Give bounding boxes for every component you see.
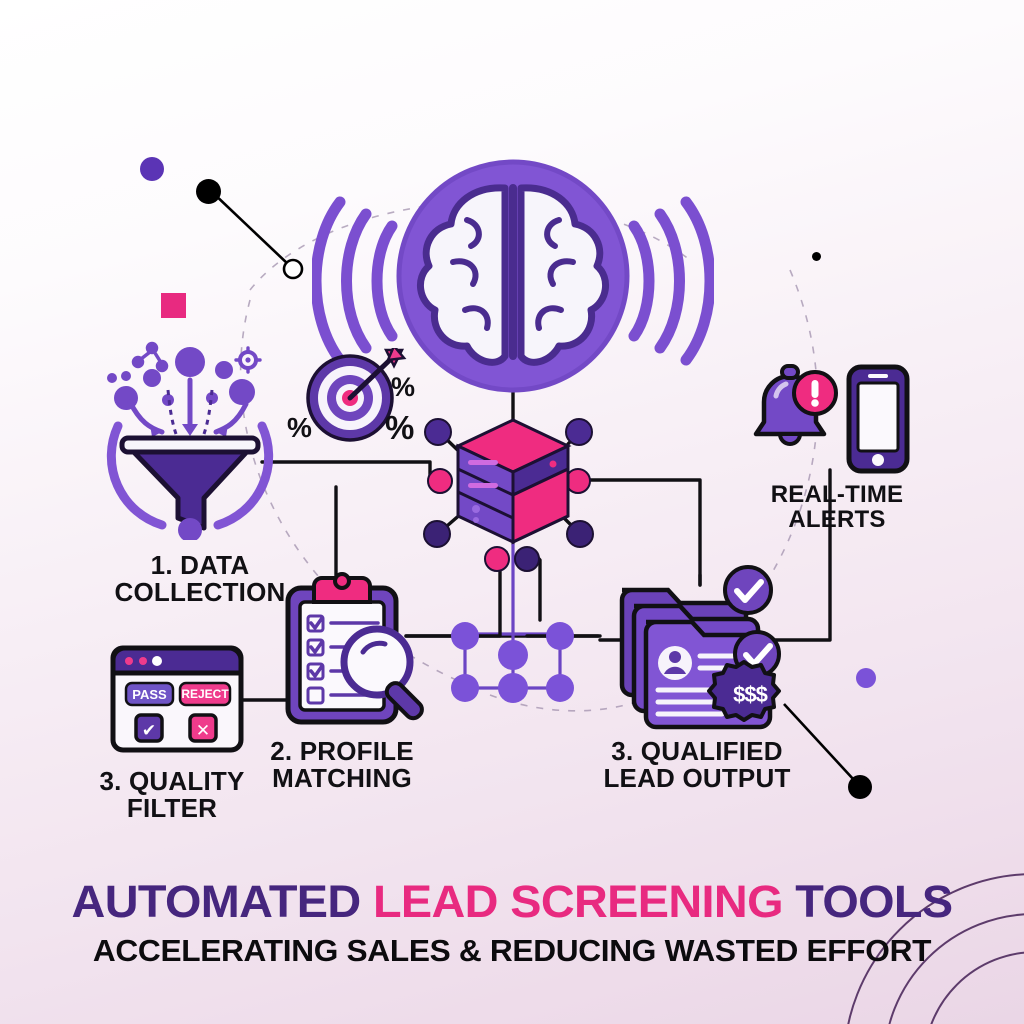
pass-reject-window-icon[interactable] — [110, 645, 244, 753]
decor-dot-purple-topleft — [140, 157, 164, 181]
smartphone-icon — [846, 364, 910, 474]
server-node-icon — [454, 418, 572, 545]
subtitle: ACCELERATING SALES & REDUCING WASTED EFF… — [92, 933, 932, 968]
title-block: AUTOMATED LEAD SCREENING TOOLS ACCELERAT… — [0, 879, 1024, 966]
pass-button-label[interactable]: PASS — [132, 687, 167, 702]
step-label-profile-matching: 2. PROFILE MATCHING — [270, 736, 414, 794]
clipboard-search-icon — [285, 572, 424, 725]
percent-symbol-left: % — [287, 412, 312, 443]
money-badge-label: $$$ — [733, 682, 768, 707]
signal-waves-left-icon — [312, 196, 398, 366]
step-label-data-collection: 1. DATA COLLECTION — [114, 550, 286, 608]
reject-cross-glyph: ✕ — [195, 721, 211, 740]
title-part-automated: AUTOMATED — [71, 876, 373, 927]
decor-dot-black-topright — [812, 252, 821, 261]
step-label-real-time-alerts: REAL-TIME ALERTS — [770, 481, 904, 533]
decor-connector-line-topleft — [210, 190, 304, 280]
pass-check-glyph: ✔ — [141, 721, 157, 740]
step-label-qualified-lead-output: 3. QUALIFIED LEAD OUTPUT — [603, 736, 791, 794]
decor-dot-purple-right — [856, 668, 876, 688]
brain-icon — [396, 159, 630, 393]
signal-waves-right-icon — [628, 196, 714, 366]
funnel-icon — [106, 341, 274, 540]
title-part-lead-screening: LEAD SCREENING — [372, 876, 796, 927]
decor-square-pink — [161, 293, 186, 318]
folder-stack-icon — [619, 565, 781, 730]
decor-connector-line-bottomright — [783, 703, 855, 781]
main-title: AUTOMATED LEAD SCREENING TOOLS — [0, 879, 1024, 924]
percent-symbol-top: % — [391, 372, 416, 402]
step-label-quality-filter: 3. QUALITY FILTER — [99, 766, 245, 824]
percent-symbol-bottom: % — [385, 409, 415, 446]
title-part-tools: TOOLS — [795, 876, 953, 927]
reject-button-label[interactable]: REJECT — [181, 687, 229, 701]
target-arrow-icon — [306, 348, 407, 442]
alert-badge-icon — [792, 370, 838, 416]
decor-dot-black-topleft — [196, 179, 221, 204]
